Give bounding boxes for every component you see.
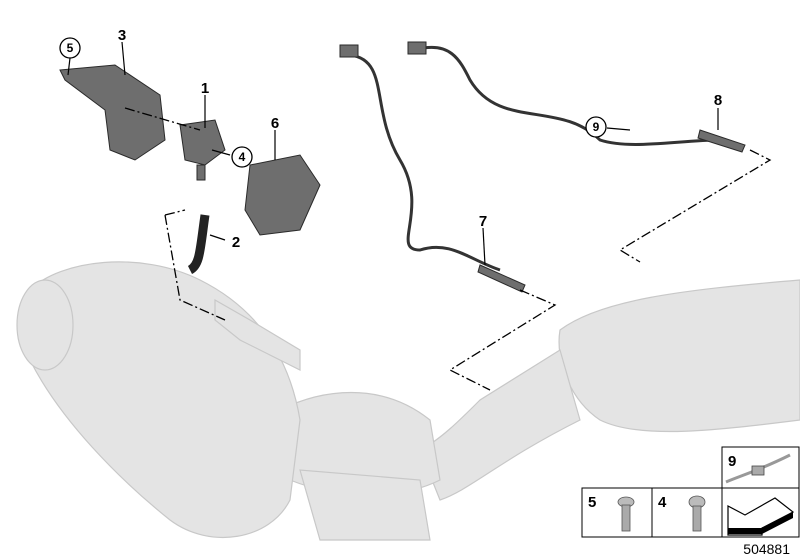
- callout-4: 4: [239, 150, 246, 164]
- bolt-4-icon: [688, 495, 706, 532]
- sensor-wires: [339, 41, 746, 293]
- cover-6: [244, 154, 321, 236]
- screw-5-icon: [617, 496, 635, 532]
- callout-2: 2: [232, 234, 240, 251]
- bracket-3: [59, 64, 166, 161]
- diagram-id: 504881: [743, 541, 790, 557]
- legend-table: 9 5 4: [581, 446, 800, 538]
- connector-icon: [339, 44, 359, 58]
- callout-8: 8: [714, 92, 722, 109]
- callout-1: 1: [201, 80, 209, 97]
- pressure-sensor-1: [179, 119, 226, 181]
- direction-arrow-icon: [727, 497, 795, 536]
- callout-6: 6: [271, 115, 279, 132]
- legend-label-9: 9: [728, 453, 736, 470]
- legend-label-5: 5: [588, 494, 596, 511]
- exhaust-assembly-ghost: [16, 261, 800, 541]
- callout-9: 9: [593, 120, 600, 134]
- callout-7: 7: [479, 213, 487, 230]
- callout-5: 5: [67, 41, 74, 55]
- callout-3: 3: [118, 27, 126, 44]
- hose-2: [187, 214, 210, 275]
- connector-icon: [407, 41, 427, 55]
- cable-clip-icon: [725, 453, 791, 484]
- legend-label-4: 4: [658, 494, 667, 511]
- callout-circle: [59, 37, 81, 59]
